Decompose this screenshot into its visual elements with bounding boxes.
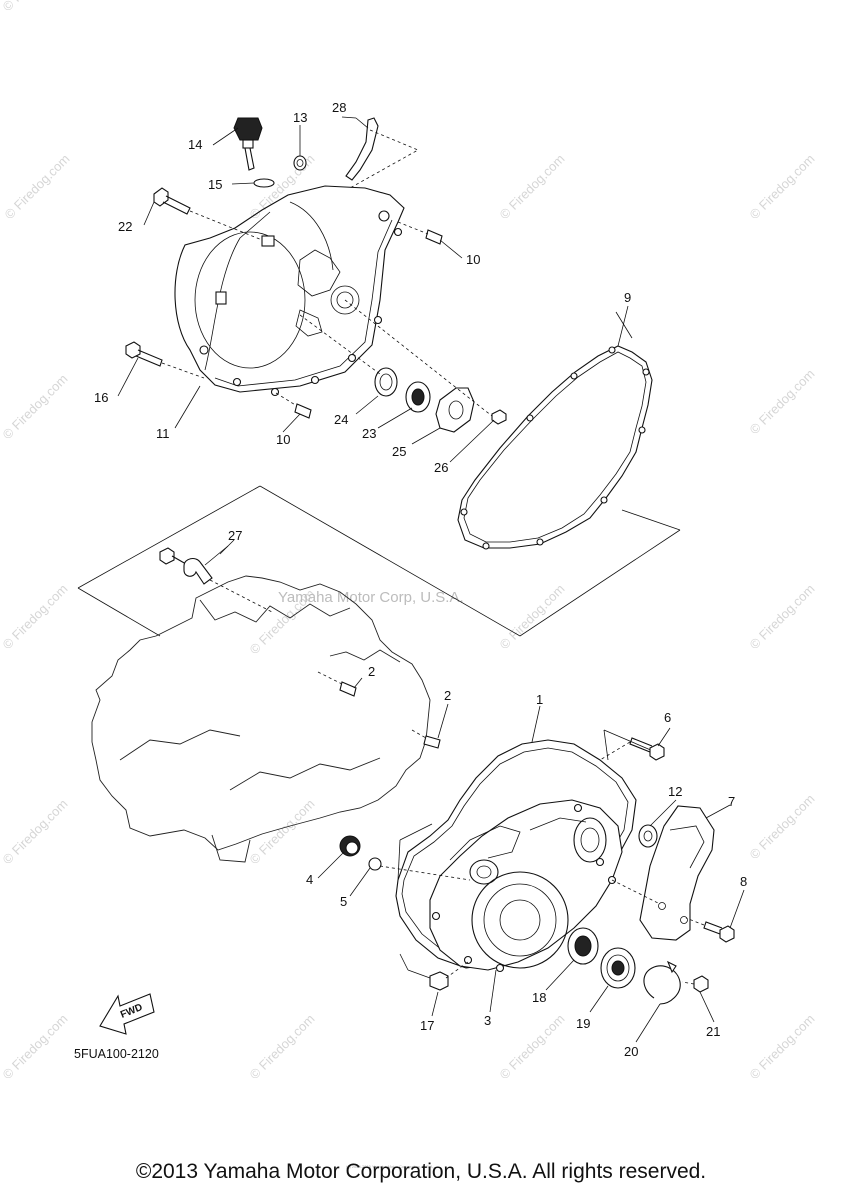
copyright-notice: ©2013 Yamaha Motor Corporation, U.S.A. A…: [135, 1160, 707, 1183]
part-14-oil-plug: [233, 117, 263, 171]
reference-frame: [77, 485, 521, 637]
part-label-7: 7: [728, 794, 735, 809]
part-19-seal: [600, 947, 636, 989]
part-label-9: 9: [624, 290, 631, 305]
part-20-retainer: [643, 960, 681, 1005]
part-label-13: 13: [293, 110, 307, 125]
part-22-bolt: [153, 187, 263, 241]
part-2-dowel-upper: [317, 671, 357, 697]
watermark-corner: © Firedog.com: [497, 151, 568, 222]
part-13-seal: [293, 150, 307, 171]
diagram-code: 5FUA100-2120: [74, 1047, 159, 1061]
part-17-bolt: [399, 953, 469, 991]
watermark-corner: © Firedog.com: [0, 371, 71, 442]
watermark-corner: © Firedog.com: [247, 151, 318, 222]
part-6-bolt: [599, 737, 665, 761]
part-label-25: 25: [392, 444, 406, 459]
part-25-plate: [435, 387, 475, 433]
part-15-o-ring: [253, 178, 275, 188]
part-label-2a: 2: [368, 664, 375, 679]
part-label-22: 22: [118, 219, 132, 234]
part-7-cover: [611, 805, 715, 941]
part-label-15: 15: [208, 177, 222, 192]
part-label-26: 26: [434, 460, 448, 475]
part-label-3: 3: [484, 1013, 491, 1028]
part-9-gasket: [457, 311, 681, 637]
part-16-bolt: [125, 341, 205, 379]
watermark-corner: © Firedog.com: [2, 151, 73, 222]
watermark-corner: © Firedog.com: [0, 0, 71, 14]
watermark-corner: © Firedog.com: [747, 1011, 818, 1082]
part-labels: 28 13 14 15 22 10 9 16 24 23 11 10 25 26…: [94, 100, 747, 1059]
part-label-20: 20: [624, 1044, 638, 1059]
part-10-dowel-upper: [397, 221, 443, 245]
crankcase-cover-right: [395, 729, 661, 973]
part-label-4: 4: [306, 872, 313, 887]
watermark-corner: © Firedog.com: [0, 1011, 71, 1082]
watermark-corner: © Firedog.com: [497, 1011, 568, 1082]
part-label-27: 27: [228, 528, 242, 543]
leader-lines: [117, 116, 745, 1043]
part-26-screw: [299, 299, 507, 425]
fwd-arrow-icon: FWD: [99, 993, 155, 1035]
part-21-screw: [681, 975, 709, 993]
crankcase-cover-left: [174, 185, 405, 397]
part-label-6: 6: [664, 710, 671, 725]
part-8-bolt: [685, 917, 735, 943]
watermark-corner: © Firedog.com: [747, 151, 818, 222]
part-label-21: 21: [706, 1024, 720, 1039]
part-label-2b: 2: [444, 688, 451, 703]
engine-outline: [91, 575, 431, 863]
part-label-17: 17: [420, 1018, 434, 1033]
part-label-10a: 10: [466, 252, 480, 267]
part-5-o-ring: [368, 857, 471, 881]
part-label-24: 24: [334, 412, 348, 427]
part-label-10b: 10: [276, 432, 290, 447]
watermark-corner: © Firedog.com: [747, 791, 818, 862]
part-12-seal: [638, 824, 658, 848]
watermark-layer: © Firedog.com © Firedog.com © Firedog.co…: [0, 0, 818, 1082]
watermark-corner: © Firedog.com: [247, 796, 318, 867]
part-18-bearing: [567, 927, 599, 965]
part-label-23: 23: [362, 426, 376, 441]
part-28-bracket: [345, 117, 419, 189]
watermark-corner: © Firedog.com: [747, 581, 818, 652]
watermark-corner: © Firedog.com: [247, 1011, 318, 1082]
watermark-corner: © Firedog.com: [747, 366, 818, 437]
part-label-12: 12: [668, 784, 682, 799]
part-2-dowel-lower: [411, 729, 441, 749]
part-24-seal: [374, 367, 398, 397]
watermark-corner: © Firedog.com: [0, 581, 71, 652]
part-label-14: 14: [188, 137, 202, 152]
part-10-dowel-lower: [275, 392, 312, 419]
tiny-notice: (c) 2005-2015 Yamaha Motor Corporation, …: [346, 1164, 434, 1169]
part-27-bracket: [159, 545, 273, 613]
part-label-19: 19: [576, 1016, 590, 1031]
part-label-28: 28: [332, 100, 346, 115]
part-label-11: 11: [156, 426, 170, 441]
watermark-center: Yamaha Motor Corp, U.S.A.: [278, 589, 464, 606]
watermark-corner: © Firedog.com: [0, 796, 71, 867]
part-23-bearing: [405, 381, 431, 413]
part-4-plug: [339, 835, 361, 857]
watermark-corner: © Firedog.com: [497, 581, 568, 652]
part-label-1: 1: [536, 692, 543, 707]
part-label-5: 5: [340, 894, 347, 909]
part-label-16: 16: [94, 390, 108, 405]
part-label-8: 8: [740, 874, 747, 889]
part-label-18: 18: [532, 990, 546, 1005]
